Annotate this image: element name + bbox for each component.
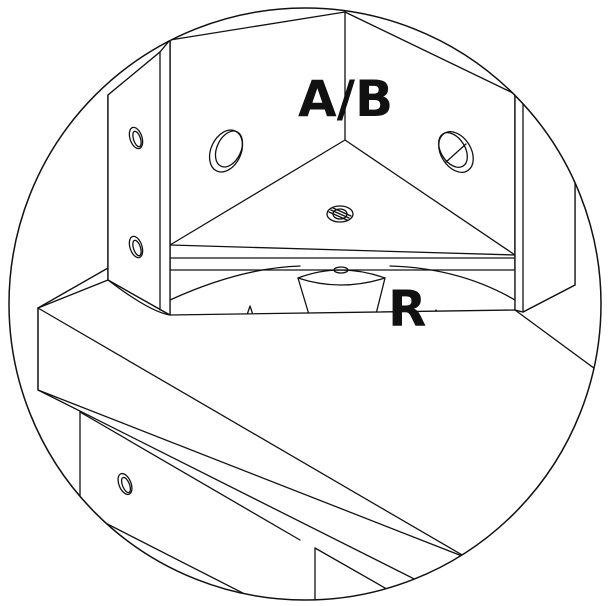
part-label: A/B [298, 70, 393, 128]
hole-back-left [208, 129, 244, 173]
corner-plate [169, 139, 516, 271]
threaded-insert [326, 205, 354, 223]
frame-rail [37, 267, 601, 600]
rotate-label: R [388, 280, 427, 338]
hole-lower-panel [117, 472, 133, 496]
left-flange-front [107, 39, 171, 316]
detail-circle [8, 7, 602, 601]
hole-back-right [438, 131, 474, 173]
right-flange-front [514, 93, 576, 313]
base-ellipse [169, 265, 516, 301]
